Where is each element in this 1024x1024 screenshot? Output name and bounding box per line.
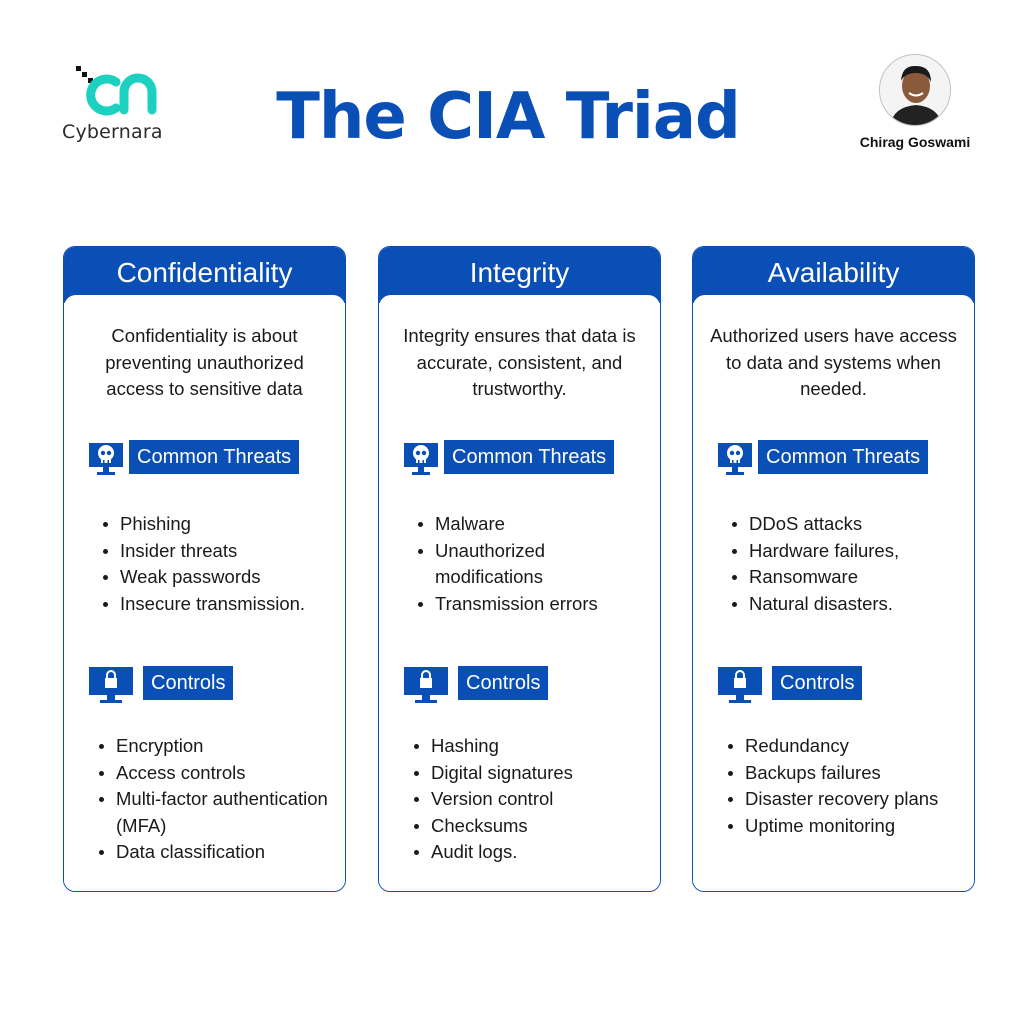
list-item: Hashing xyxy=(414,733,650,760)
controls-list: Redundancy Backups failures Disaster rec… xyxy=(728,733,964,840)
list-item: Checksums xyxy=(414,813,650,840)
card-title: Availability xyxy=(693,247,974,303)
list-item: Audit logs. xyxy=(414,839,650,866)
card-description: Confidentiality is about preventing unau… xyxy=(105,325,304,399)
list-item: Phishing xyxy=(103,511,335,538)
list-item: Malware xyxy=(418,511,650,538)
threats-list: DDoS attacks Hardware failures, Ransomwa… xyxy=(732,511,964,618)
list-item: Insider threats xyxy=(103,538,335,565)
lock-monitor-icon xyxy=(404,667,448,703)
card-integrity: Integrity Integrity ensures that data is… xyxy=(378,246,661,892)
card-description: Authorized users have access to data and… xyxy=(710,325,957,399)
list-item: Data classification xyxy=(99,839,335,866)
list-item: Disaster recovery plans xyxy=(728,786,964,813)
list-item: Ransomware xyxy=(732,564,964,591)
threats-label: Common Threats xyxy=(758,440,929,474)
list-item: Backups failures xyxy=(728,760,964,787)
skull-monitor-icon xyxy=(718,443,752,475)
list-item: Hardware failures, xyxy=(732,538,964,565)
threats-list: Malware Unauthorized modifications Trans… xyxy=(418,511,650,618)
brand-name: Cybernara xyxy=(62,121,163,143)
threats-list: Phishing Insider threats Weak passwords … xyxy=(103,511,335,618)
list-item: Insecure transmission. xyxy=(103,591,335,618)
threats-label: Common Threats xyxy=(129,440,300,474)
cybernara-logo-icon xyxy=(76,66,157,116)
card-body: Authorized users have access to data and… xyxy=(693,295,974,891)
list-item: DDoS attacks xyxy=(732,511,964,538)
card-body: Integrity ensures that data is accurate,… xyxy=(379,295,660,891)
list-item: Uptime monitoring xyxy=(728,813,964,840)
controls-label: Controls xyxy=(772,666,863,700)
list-item: Digital signatures xyxy=(414,760,650,787)
threats-label: Common Threats xyxy=(444,440,615,474)
card-confidentiality: Confidentiality Confidentiality is about… xyxy=(63,246,346,892)
controls-list: Encryption Access controls Multi-factor … xyxy=(99,733,335,866)
card-body: Confidentiality is about preventing unau… xyxy=(64,295,345,891)
list-item: Encryption xyxy=(99,733,335,760)
list-item: Access controls xyxy=(99,760,335,787)
card-title: Confidentiality xyxy=(64,247,345,303)
author-name: Chirag Goswami xyxy=(859,134,971,150)
list-item: Version control xyxy=(414,786,650,813)
lock-monitor-icon xyxy=(89,667,133,703)
person-avatar-icon xyxy=(880,55,950,125)
skull-monitor-icon xyxy=(404,443,438,475)
card-availability: Availability Authorized users have acces… xyxy=(692,246,975,892)
controls-label: Controls xyxy=(458,666,549,700)
brand-logo: Cybernara xyxy=(62,64,182,144)
list-item: Multi-factor authentication (MFA) xyxy=(99,786,335,839)
list-item: Unauthorized modifications xyxy=(418,538,650,591)
controls-list: Hashing Digital signatures Version contr… xyxy=(414,733,650,866)
page-title: The CIA Triad xyxy=(276,80,741,154)
list-item: Natural disasters. xyxy=(732,591,964,618)
card-description: Integrity ensures that data is accurate,… xyxy=(403,325,636,399)
list-item: Redundancy xyxy=(728,733,964,760)
list-item: Weak passwords xyxy=(103,564,335,591)
lock-monitor-icon xyxy=(718,667,762,703)
controls-label: Controls xyxy=(143,666,234,700)
avatar xyxy=(879,54,951,126)
list-item: Transmission errors xyxy=(418,591,650,618)
skull-monitor-icon xyxy=(89,443,123,475)
card-title: Integrity xyxy=(379,247,660,303)
